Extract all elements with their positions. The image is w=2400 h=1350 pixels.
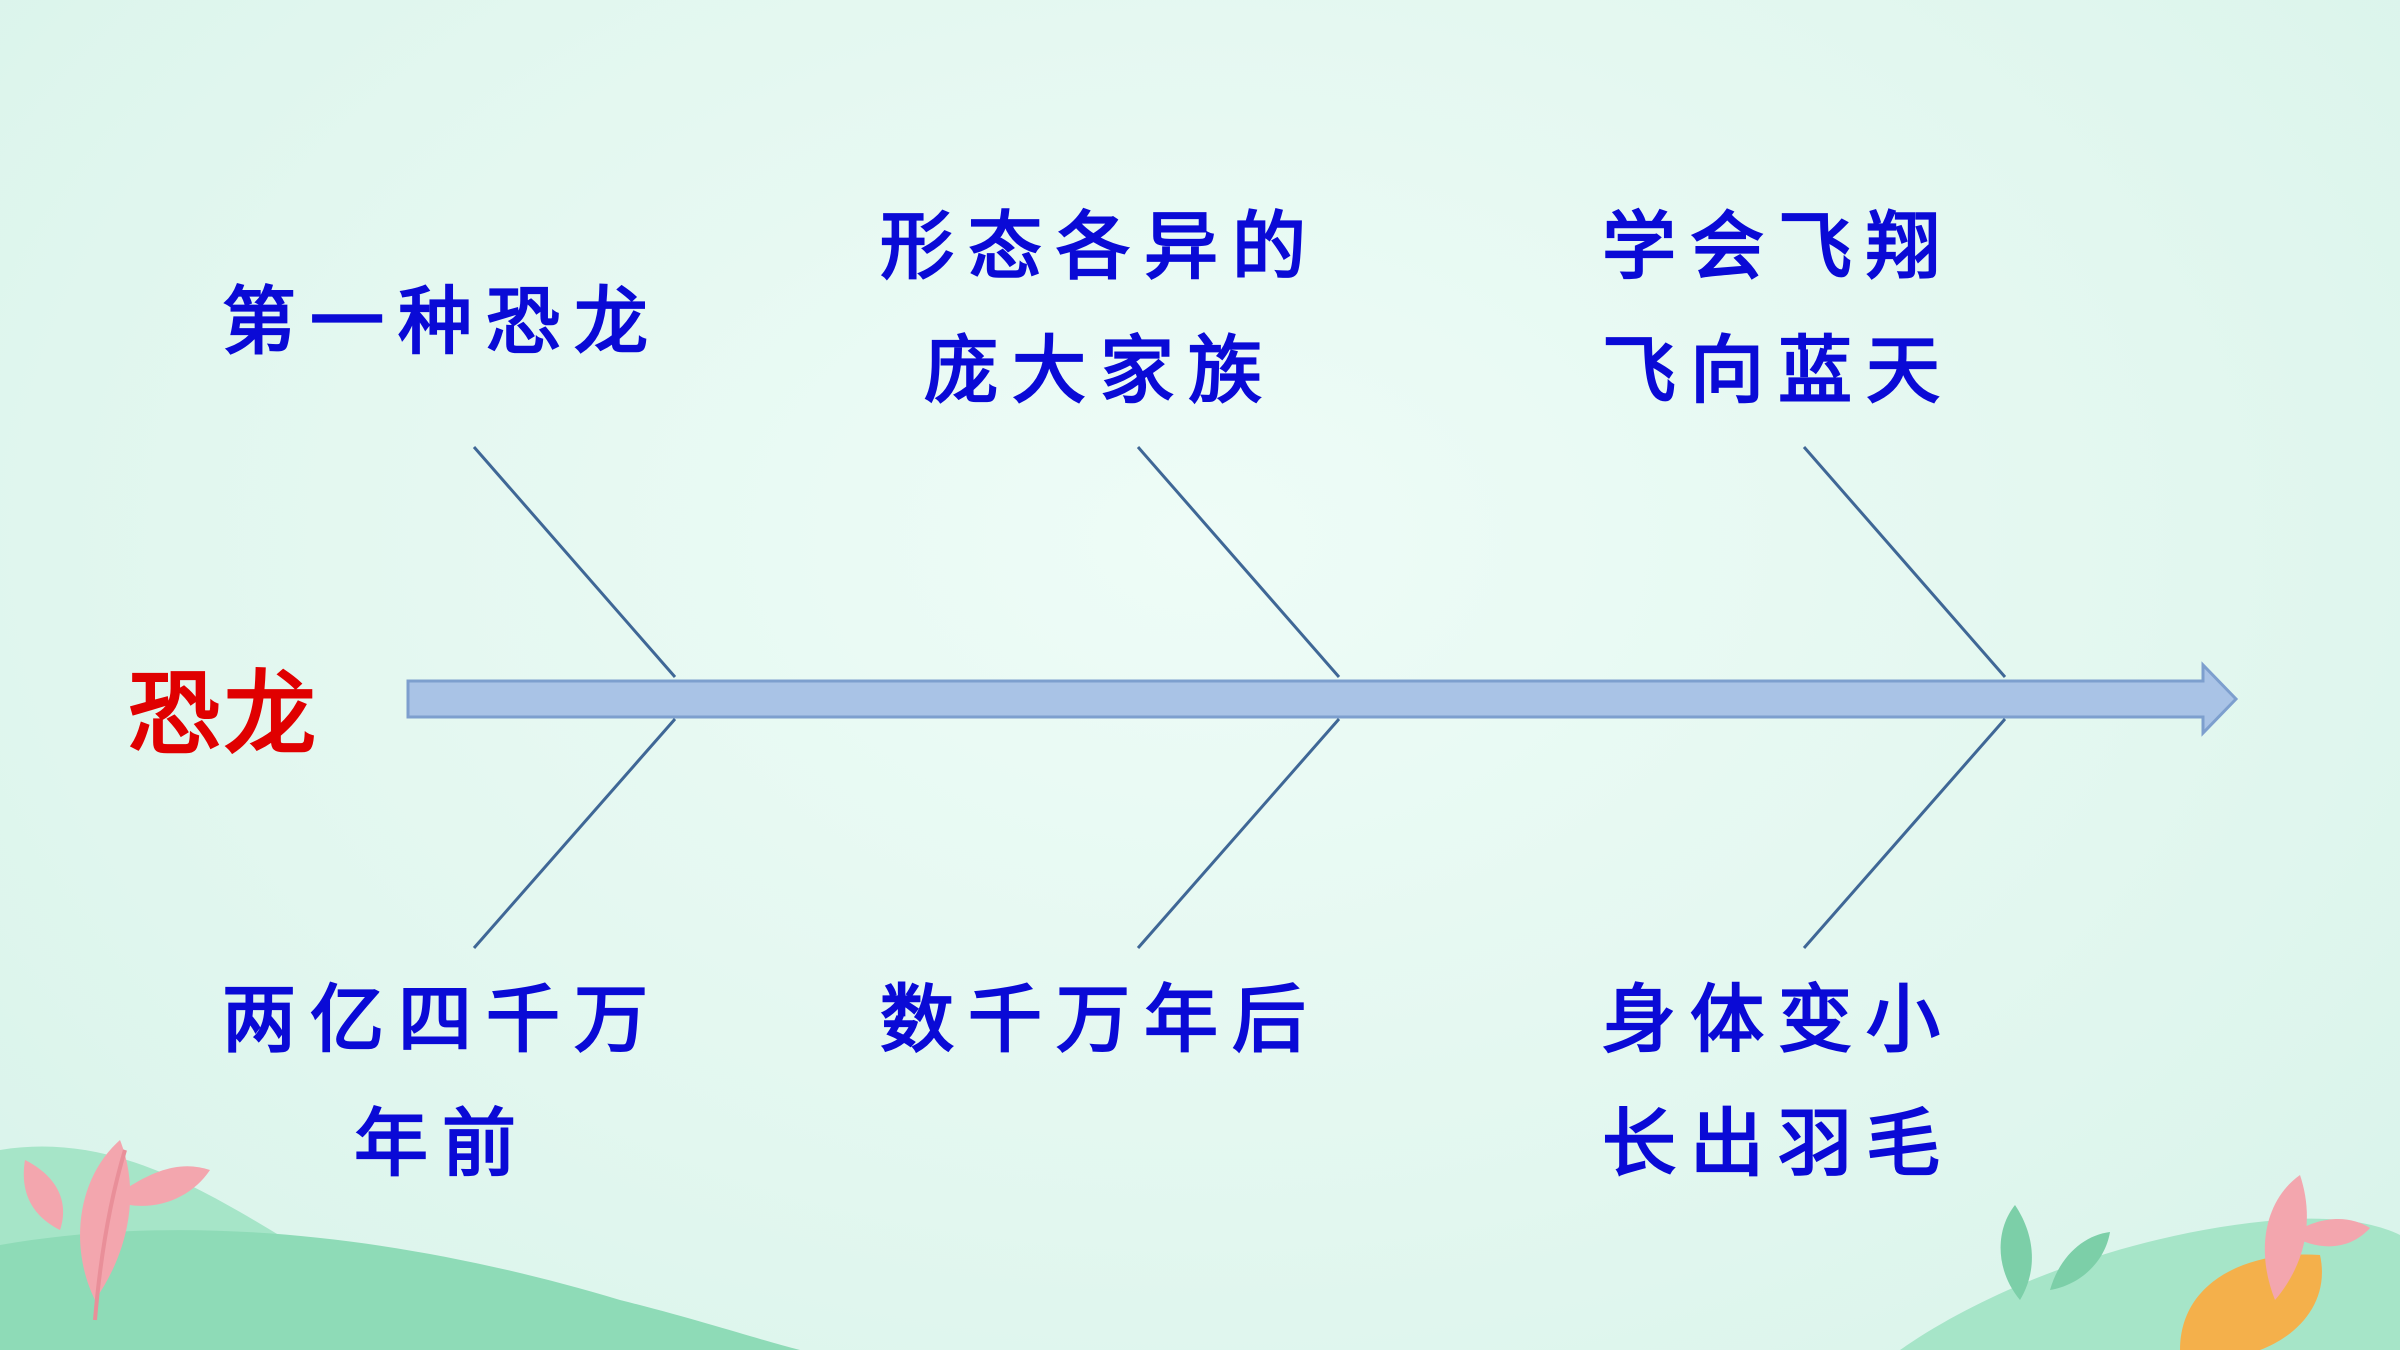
upper-branch-label-3: 学会飞翔 飞向蓝天 (1602, 185, 1954, 433)
branch-label-line: 飞向蓝天 (1602, 328, 1954, 414)
green-leaf-sprig-right (2000, 1205, 2110, 1300)
upper-branch-line-1 (472, 446, 677, 678)
leaf-stem-left (93, 1149, 127, 1321)
branch-label-line: 学会飞翔 (1602, 204, 1954, 290)
branch-label-line: 形态各异的 (880, 204, 1320, 290)
upper-branch-label-2: 形态各异的 庞大家族 (880, 185, 1320, 433)
lower-branch-line-1 (472, 718, 677, 949)
upper-branch-label-1: 第一种恐龙 (222, 260, 662, 384)
branch-label-line: 庞大家族 (924, 328, 1276, 414)
branch-label-line: 第一种恐龙 (222, 279, 662, 365)
lower-branch-label-2: 数千万年后 (880, 958, 1320, 1082)
branch-label-line: 身体变小 (1602, 977, 1954, 1063)
lower-branch-line-2 (1136, 718, 1341, 949)
spine-arrow (406, 661, 2239, 737)
hill-left-front (0, 1230, 800, 1350)
diagram-topic: 恐龙 (128, 661, 321, 768)
branch-label-line: 两亿四千万 (222, 977, 662, 1063)
upper-branch-line-3 (1802, 446, 2007, 678)
branch-label-line: 长出羽毛 (1602, 1101, 1954, 1187)
lower-branch-line-3 (1802, 718, 2007, 949)
branch-label-line: 数千万年后 (880, 977, 1320, 1063)
pink-leaf-sprig-right (2264, 1175, 2370, 1300)
lower-branch-label-3: 身体变小 长出羽毛 (1602, 958, 1954, 1206)
upper-branch-line-2 (1136, 446, 1341, 678)
lower-branch-label-1: 两亿四千万 年前 (222, 958, 662, 1206)
branch-label-line: 年前 (354, 1101, 530, 1187)
